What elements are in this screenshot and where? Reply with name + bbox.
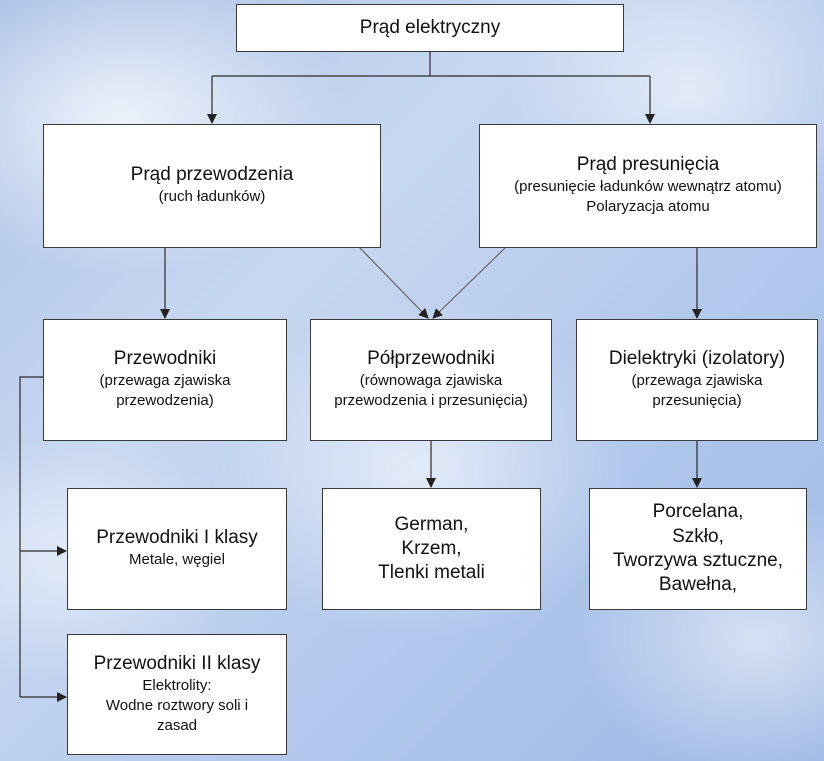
node-conductors-class1-line: Metale, węgiel [129, 551, 225, 569]
node-displacement-current-line: Polaryzacja atomu [586, 198, 710, 216]
node-semiconductor-examples-line: Tlenki metali [378, 562, 485, 584]
node-semiconductor-examples: German, Krzem, Tlenki metali [322, 488, 541, 610]
node-conductors-class2-line: Elektrolity: [142, 676, 212, 694]
connector-conductors-spine [19, 376, 43, 697]
node-conductors-class2-title: Przewodniki II klasy [93, 652, 261, 674]
arrow-displacement-to-semiconductors [432, 247, 506, 319]
node-conduction-current-line: (ruch ładunków) [158, 188, 266, 206]
node-conductors-title: Przewodniki [113, 348, 217, 370]
node-semiconductors: Półprzewodniki (równowaga zjawiska przew… [310, 319, 552, 441]
node-displacement-current-title: Prąd presunięcia [576, 154, 720, 176]
node-conductors-class2: Przewodniki II klasy Elektrolity: Wodne … [67, 634, 287, 755]
node-dielectric-examples-line: Szkło, [672, 525, 724, 547]
node-dielectrics-line: (przewaga zjawiska [631, 372, 763, 390]
node-conductors-class1: Przewodniki I klasy Metale, węgiel [67, 488, 287, 610]
node-dielectric-examples: Porcelana, Szkło, Tworzywa sztuczne, Baw… [589, 488, 807, 610]
node-conductors-class2-line: Wodne roztwory soli i [105, 696, 249, 714]
node-dielectric-examples-line: Bawełna, [658, 574, 738, 596]
node-dielectrics-title: Dielektryki (izolatory) [608, 348, 786, 370]
node-dielectric-examples-line: Porcelana, [652, 501, 744, 523]
node-semiconductors-line: przewodzenia i przesunięcia) [334, 392, 528, 410]
node-semiconductor-examples-line: Krzem, [401, 537, 462, 559]
node-electric-current: Prąd elektryczny [236, 4, 624, 52]
node-displacement-current: Prąd presunięcia (presunięcie ładunków w… [479, 124, 817, 248]
node-conductors-line: przewodzenia) [116, 392, 214, 410]
node-semiconductors-title: Półprzewodniki [367, 348, 495, 370]
node-conductors-line: (przewaga zjawiska [99, 372, 231, 390]
node-conductors: Przewodniki (przewaga zjawiska przewodze… [43, 319, 287, 441]
node-conduction-current-title: Prąd przewodzenia [130, 164, 294, 186]
node-electric-current-title: Prąd elektryczny [359, 16, 501, 38]
node-dielectric-examples-line: Tworzywa sztuczne, [613, 550, 783, 571]
arrow-conduction-to-semiconductors [359, 247, 429, 319]
node-semiconductor-examples-line: German, [394, 513, 469, 535]
node-conductors-class2-line: zasad [156, 717, 198, 735]
node-conductors-class1-title: Przewodniki I klasy [96, 527, 258, 549]
node-dielectrics: Dielektryki (izolatory) (przewaga zjawis… [576, 319, 818, 441]
node-conduction-current: Prąd przewodzenia (ruch ładunków) [43, 124, 381, 248]
node-displacement-current-line: (presunięcie ładunków wewnątrz atomu) [514, 178, 782, 196]
node-dielectrics-line: przesunięcia) [652, 392, 742, 410]
node-semiconductors-line: (równowaga zjawiska [359, 372, 503, 390]
